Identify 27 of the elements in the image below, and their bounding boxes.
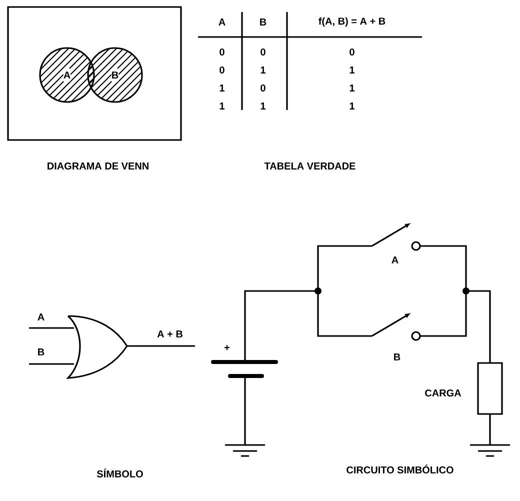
- switch-label: B: [394, 354, 400, 360]
- table-cell: 0: [260, 48, 266, 56]
- caption: SÍMBOLO: [96, 468, 143, 478]
- table-cell: 1: [350, 66, 354, 74]
- output-label: A + B: [157, 330, 182, 338]
- table-cell: 1: [220, 102, 224, 110]
- table-header: B: [260, 18, 266, 26]
- polarity-sign: +: [224, 345, 230, 350]
- table-cell: 0: [220, 66, 224, 74]
- table-cell: 1: [220, 84, 224, 92]
- table-cell: 0: [350, 48, 354, 56]
- table-cell: 1: [260, 66, 266, 74]
- table-cell: 0: [220, 48, 224, 56]
- table-cell: 1: [350, 84, 354, 92]
- table-cell: 0: [260, 84, 266, 92]
- table-header: f(A, B) = A + B: [318, 17, 386, 27]
- table-header: A: [218, 18, 226, 26]
- input-label: B: [38, 348, 44, 356]
- caption: CIRCUITO SIMBÓLICO: [346, 464, 454, 474]
- caption: TABELA VERDADE: [264, 162, 356, 170]
- load-label: CARGA: [425, 389, 462, 397]
- table-cell: 1: [260, 102, 266, 110]
- caption: DIAGRAMA DE VENN: [48, 162, 148, 170]
- venn-frame: [7, 6, 182, 141]
- input-label: A: [38, 314, 44, 320]
- table-cell: 1: [350, 102, 354, 110]
- switch-label: A: [392, 256, 398, 264]
